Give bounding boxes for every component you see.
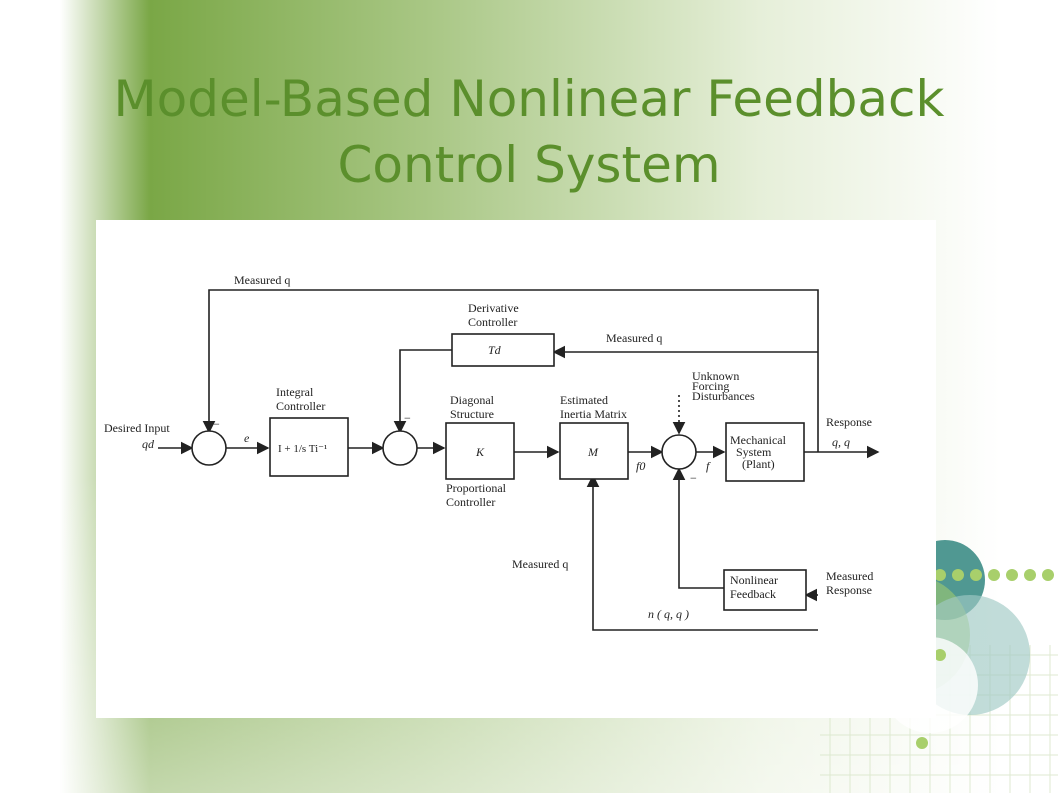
plant-block [725, 422, 805, 482]
label-derivative-2: Controller [468, 315, 517, 329]
label-measured-q-bottom: Measured q [512, 557, 568, 571]
label-integral-2: Controller [276, 399, 325, 413]
label-unknown-1: Unknown [692, 369, 739, 383]
blocks [269, 333, 807, 611]
f-symbol: f [706, 459, 711, 473]
label-measured-qdot: Measured q [606, 331, 662, 345]
label-proportional-1: Proportional [446, 481, 507, 495]
slide-title: Model-Based Nonlinear Feedback Control S… [0, 66, 1058, 198]
diagram-labels: Measured q Derivative Controller Td Meas… [104, 273, 873, 621]
sum-junction-2 [382, 430, 418, 466]
title-line-1: Model-Based Nonlinear Feedback [113, 70, 945, 128]
label-nonlinear-1: Nonlinear [730, 573, 778, 587]
label-proportional-2: Controller [446, 495, 495, 509]
label-measured-q-top: Measured q [234, 273, 290, 287]
label-unknown-2: Forcing [692, 379, 729, 393]
integral-block [269, 417, 349, 477]
label-integral-1: Integral [276, 385, 314, 399]
e-symbol: e [244, 431, 250, 445]
label-mech-1: Mechanical [730, 433, 787, 447]
label-unknown-3: Disturbances [692, 389, 755, 403]
qd-symbol: qd [142, 437, 155, 451]
title-line-2: Control System [337, 136, 721, 194]
nonlinear-block [723, 569, 807, 611]
label-desired-input: Desired Input [104, 421, 170, 435]
sum-junction-3 [661, 434, 697, 470]
k-block [445, 422, 515, 480]
label-response: Response [826, 415, 872, 429]
td-symbol: Td [488, 343, 502, 357]
label-diagonal-2: Structure [450, 407, 494, 421]
label-measured-response-1: Measured [826, 569, 873, 583]
control-block-diagram: Measured q Derivative Controller Td Meas… [104, 273, 880, 631]
label-mech-2: System [736, 445, 772, 459]
signal-lines [158, 289, 880, 631]
sum-junction-1 [191, 430, 227, 466]
f0-symbol: f0 [636, 459, 645, 473]
minus-sign-1: − [213, 417, 220, 431]
minus-sign-2: − [404, 411, 411, 425]
m-block [559, 422, 629, 480]
label-diagonal-1: Diagonal [450, 393, 495, 407]
diagram-image: Measured q Derivative Controller Td Meas… [96, 220, 936, 718]
derivative-block [451, 333, 555, 367]
response-vars: q, q [832, 435, 850, 449]
label-mech-3: (Plant) [742, 457, 775, 471]
label-estimated-1: Estimated [560, 393, 608, 407]
label-estimated-2: Inertia Matrix [560, 407, 627, 421]
n-expression: n ( q, q ) [648, 607, 689, 621]
minus-sign-3: − [690, 471, 697, 485]
k-symbol: K [475, 445, 485, 459]
summing-junctions [191, 430, 697, 470]
label-measured-response-2: Response [826, 583, 872, 597]
label-nonlinear-2: Feedback [730, 587, 776, 601]
integral-expression: I + 1/s Ti⁻¹ [278, 443, 327, 455]
dot-row [916, 569, 1054, 749]
label-derivative-1: Derivative [468, 301, 519, 315]
m-symbol: M [587, 445, 599, 459]
